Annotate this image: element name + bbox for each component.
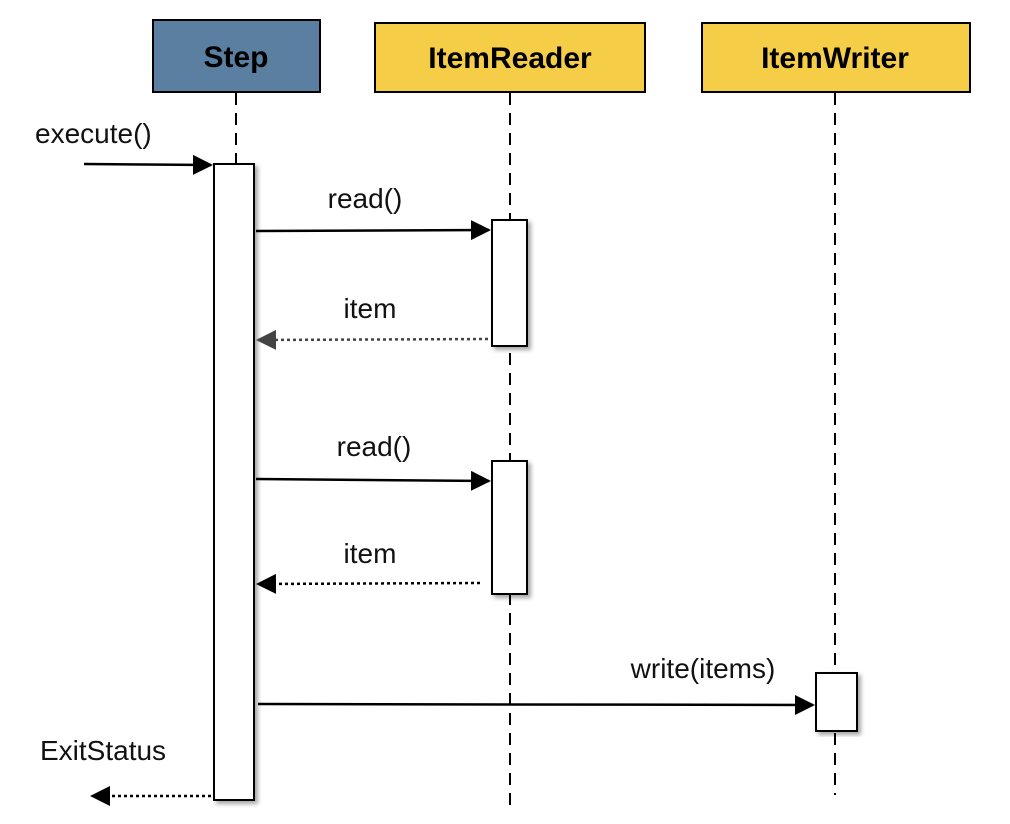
participant-item-writer: ItemWriter <box>701 22 971 93</box>
step-activation <box>213 163 255 801</box>
item-reader-activation-2 <box>491 460 528 595</box>
item-reader-activation-1 <box>491 219 528 347</box>
item-return-arrow-2 <box>256 573 481 594</box>
read-arrow-2 <box>255 470 491 491</box>
read-label-1: read() <box>328 183 403 214</box>
execute-arrow <box>83 154 213 175</box>
participant-item-writer-label: ItemWriter <box>761 42 909 75</box>
read-label-2: read() <box>337 431 412 462</box>
participant-step: Step <box>152 19 321 93</box>
write-label: write(items) <box>630 653 776 684</box>
item-label-2: item <box>344 538 397 569</box>
participant-item-reader-box <box>374 22 646 93</box>
execute-label: execute() <box>35 118 152 149</box>
item-label-1: item <box>344 293 397 324</box>
exit-status-label: ExitStatus <box>40 735 166 766</box>
read-arrow-1 <box>255 220 491 241</box>
participant-item-reader: ItemReader <box>374 22 646 93</box>
item-writer-activation <box>815 672 858 732</box>
participant-item-reader-label: ItemReader <box>428 42 592 75</box>
participant-step-label: Step <box>203 41 268 74</box>
item-return-arrow-1 <box>256 329 489 350</box>
participant-item-writer-box <box>701 22 971 93</box>
write-arrow <box>257 694 815 715</box>
participant-step-box <box>152 19 321 93</box>
